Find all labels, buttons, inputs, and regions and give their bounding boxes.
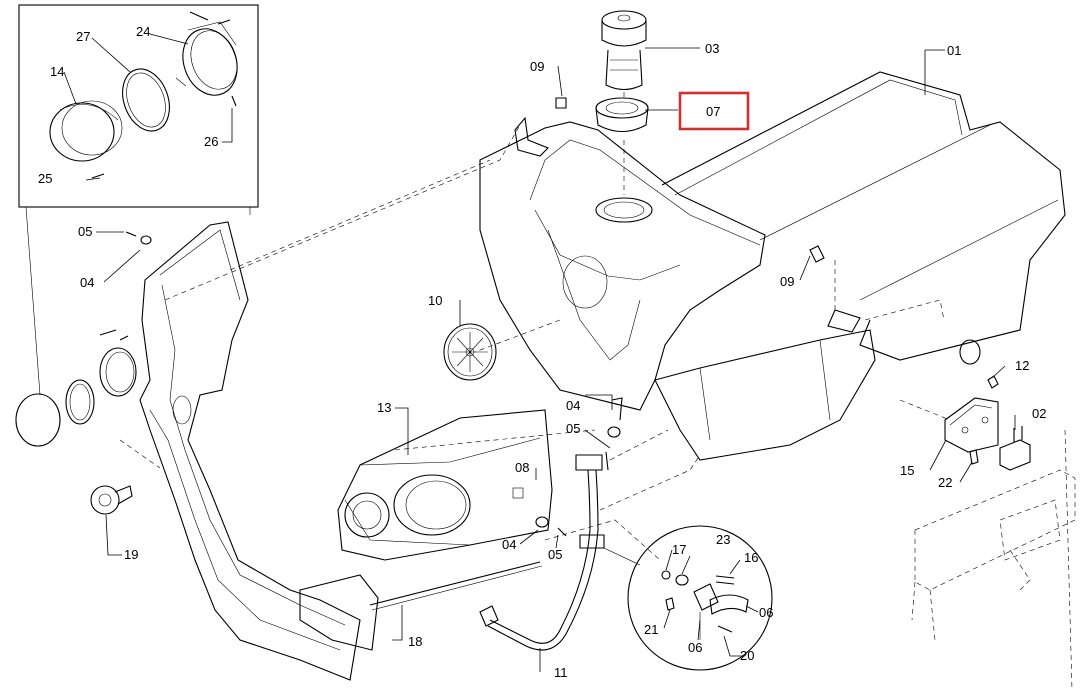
hose-clamp-top <box>575 454 603 471</box>
assembly-guide-lines <box>119 124 951 561</box>
part-18-strip <box>369 561 541 606</box>
shell-lamp-opening-small <box>344 492 390 538</box>
inset-screw-25 <box>91 173 105 179</box>
inset-lamp-housing <box>175 21 238 96</box>
hose-clamp-detail-circle <box>603 525 773 671</box>
part-15-bracket <box>944 397 999 453</box>
inset-spring-top <box>217 19 231 25</box>
tank-filler-neck <box>595 197 653 223</box>
hose-fitting <box>479 605 499 627</box>
callout-05-bottom[interactable]: 05 <box>548 547 562 562</box>
headlamp-detail-inset <box>18 4 259 208</box>
tank-outlet <box>959 339 981 365</box>
callout-03[interactable]: 03 <box>705 41 719 56</box>
callout-15[interactable]: 15 <box>900 463 914 478</box>
callout-19[interactable]: 19 <box>124 547 138 562</box>
callout-06-bottom[interactable]: 06 <box>688 640 702 655</box>
callout-14[interactable]: 14 <box>50 64 64 79</box>
callout-10[interactable]: 10 <box>428 293 442 308</box>
part-09-bracket-top <box>514 97 567 157</box>
tractor-frame-phantom <box>911 429 1076 691</box>
callout-02[interactable]: 02 <box>1032 406 1046 421</box>
callout-05-left[interactable]: 05 <box>78 224 92 239</box>
callout-leaders <box>63 33 1016 672</box>
part-10-grille <box>443 323 497 381</box>
detail-clip-06b <box>709 594 749 615</box>
part-09-bracket-right <box>809 245 825 263</box>
detail-washer-23 <box>675 574 689 586</box>
callout-18[interactable]: 18 <box>408 634 422 649</box>
part-12-screw <box>987 375 999 389</box>
callout-23[interactable]: 23 <box>716 532 730 547</box>
left-lamp-ring <box>65 379 95 425</box>
callout-07[interactable]: 07 <box>706 104 720 119</box>
callout-09-top[interactable]: 09 <box>530 59 544 74</box>
left-lamp-assembly <box>15 329 137 447</box>
detail-bolt-16 <box>715 575 735 585</box>
part-03-fuel-cap <box>601 10 647 91</box>
callout-16[interactable]: 16 <box>744 550 758 565</box>
tank-sight-window <box>562 255 608 309</box>
callout-09-right[interactable]: 09 <box>780 274 794 289</box>
callout-05-center[interactable]: 05 <box>566 421 580 436</box>
callout-12[interactable]: 12 <box>1015 358 1029 373</box>
inset-screw-top <box>189 11 209 21</box>
hardware-washers-bolts <box>125 231 623 537</box>
callout-04-bottom[interactable]: 04 <box>502 537 516 552</box>
callout-01[interactable]: 01 <box>947 43 961 58</box>
inset-frame <box>18 4 259 208</box>
callout-20[interactable]: 20 <box>740 648 754 663</box>
part-02-sender-switch <box>999 426 1031 471</box>
callout-13[interactable]: 13 <box>377 400 391 415</box>
inset-lamp-lens <box>49 100 123 162</box>
callout-27[interactable]: 27 <box>76 29 90 44</box>
fender-panel <box>139 221 361 681</box>
inset-leader-left <box>25 206 41 396</box>
callout-22[interactable]: 22 <box>938 475 952 490</box>
part-11-fuel-hose <box>479 454 605 651</box>
left-lamp-housing <box>99 347 137 397</box>
detail-nut-21 <box>665 597 675 611</box>
callout-labels: 01 02 03 04 04 04 05 05 05 06 06 07 08 0… <box>38 24 1046 680</box>
callout-21[interactable]: 21 <box>644 622 658 637</box>
callout-04-left[interactable]: 04 <box>80 275 94 290</box>
part-07-ring-nut <box>595 97 649 133</box>
callout-08[interactable]: 08 <box>515 460 529 475</box>
detail-clip-06a <box>693 583 719 611</box>
part-13-lamp-shell <box>299 409 553 651</box>
part-19-connector <box>90 485 133 515</box>
part-22-nut <box>969 449 979 465</box>
callout-24[interactable]: 24 <box>136 24 150 39</box>
detail-nut-17 <box>661 570 671 580</box>
callout-06-right[interactable]: 06 <box>759 605 773 620</box>
left-lamp-lens <box>15 393 61 447</box>
detail-bolt-20 <box>717 625 733 633</box>
hose-clamp-bottom <box>579 534 605 549</box>
shell-lamp-opening-large <box>393 474 471 536</box>
part-01-fuel-tank <box>479 71 1066 461</box>
inset-screw-26 <box>231 95 237 107</box>
callout-04-center[interactable]: 04 <box>566 398 580 413</box>
callout-26[interactable]: 26 <box>204 134 218 149</box>
fender-mount-hole <box>172 395 192 425</box>
callout-25[interactable]: 25 <box>38 171 52 186</box>
part-08-label-plate <box>512 487 524 499</box>
callout-11[interactable]: 11 <box>554 665 568 680</box>
inset-seal-ring <box>122 68 170 132</box>
callout-17[interactable]: 17 <box>672 542 686 557</box>
callout-07-highlight-box <box>678 91 750 131</box>
